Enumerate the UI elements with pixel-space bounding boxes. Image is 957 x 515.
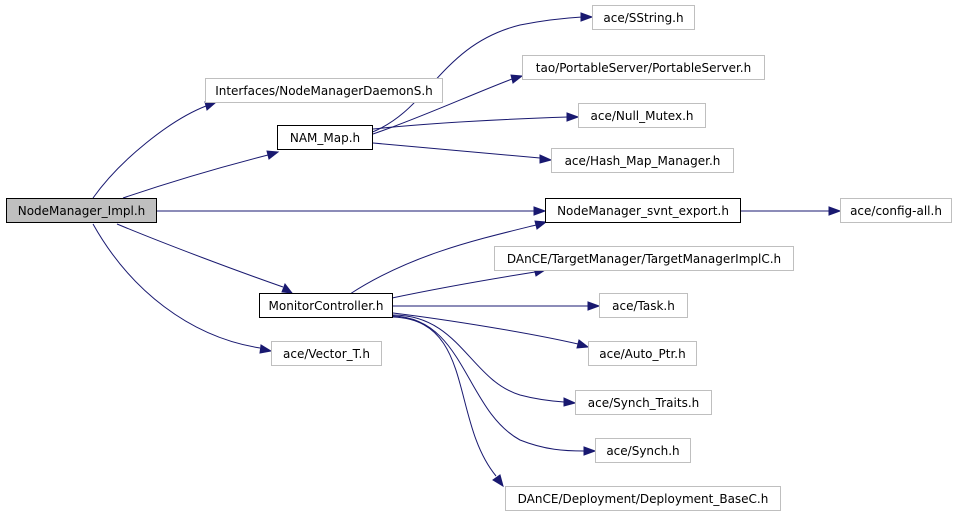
node-tao-portableserver[interactable]: tao/PortableServer/PortableServer.h xyxy=(522,55,765,80)
node-ace-config-all[interactable]: ace/config-all.h xyxy=(840,198,952,223)
node-ace-hash-map-manager[interactable]: ace/Hash_Map_Manager.h xyxy=(551,148,734,173)
arrowhead-task xyxy=(587,301,601,311)
node-ace-sstring[interactable]: ace/SString.h xyxy=(592,5,695,30)
arrowhead-null-mutex xyxy=(566,112,580,122)
arrowhead-sstring xyxy=(580,12,594,22)
edge-monitorcontroller-to-targetmanager xyxy=(391,271,536,299)
arrowhead-portableserver xyxy=(510,74,524,84)
edge-monitorcontroller-to-synch-traits xyxy=(392,314,565,403)
arrowhead-synch xyxy=(583,446,597,456)
arrowhead-monitorcontroller xyxy=(281,282,294,294)
edge-monitorcontroller-to-synch xyxy=(392,315,585,452)
arrowhead-svnt-export-1 xyxy=(533,206,547,216)
edge-nam-map-to-hash-map xyxy=(372,142,541,159)
node-monitorcontroller[interactable]: MonitorController.h xyxy=(259,293,393,318)
arrowhead-vector-t xyxy=(259,344,273,354)
edge-impl-to-vector-t xyxy=(92,223,261,349)
edge-nam-map-to-portableserver xyxy=(372,78,513,135)
node-ace-task[interactable]: ace/Task.h xyxy=(599,293,688,318)
edge-monitorcontroller-to-auto-ptr xyxy=(392,312,579,345)
node-ace-auto-ptr[interactable]: ace/Auto_Ptr.h xyxy=(588,341,697,366)
node-ace-null-mutex[interactable]: ace/Null_Mutex.h xyxy=(578,103,706,128)
node-dance-deployment-basec[interactable]: DAnCE/Deployment/Deployment_BaseC.h xyxy=(505,486,781,511)
arrowhead-hash-map xyxy=(539,154,553,164)
arrowhead-svnt-export-2 xyxy=(534,220,548,230)
edge-monitorcontroller-to-svnt-export xyxy=(349,224,537,295)
arrowhead-config-all xyxy=(828,206,842,216)
node-nodemanager-svnt-export[interactable]: NodeManager_svnt_export.h xyxy=(545,198,741,223)
node-ace-synch-traits[interactable]: ace/Synch_Traits.h xyxy=(575,390,712,415)
node-interfaces-nodemanagerdaemons[interactable]: Interfaces/NodeManagerDaemonS.h xyxy=(205,78,443,103)
arrowhead-interfaces xyxy=(204,101,217,111)
node-nam-map[interactable]: NAM_Map.h xyxy=(277,125,373,150)
edge-nam-map-to-null-mutex xyxy=(372,116,569,130)
node-ace-vector-t[interactable]: ace/Vector_T.h xyxy=(271,341,382,366)
node-dance-targetmanagerimplc[interactable]: DAnCE/TargetManager/TargetManagerImplC.h xyxy=(494,246,794,271)
edge-impl-to-monitorcontroller xyxy=(116,223,284,288)
edges xyxy=(92,12,842,488)
node-ace-synch[interactable]: ace/Synch.h xyxy=(595,438,691,463)
edge-impl-to-interfaces xyxy=(92,105,207,199)
arrowhead-synch-traits xyxy=(563,397,577,407)
arrowhead-auto-ptr xyxy=(576,339,590,349)
edge-nam-map-to-sstring xyxy=(369,16,583,134)
edge-impl-to-nam-map xyxy=(122,154,269,199)
edge-monitorcontroller-to-deployment-basec xyxy=(392,316,497,477)
arrowhead-deployment-basec xyxy=(492,474,504,488)
node-nodemanager-impl: NodeManager_Impl.h xyxy=(6,198,157,223)
arrowhead-nam-map xyxy=(266,150,280,160)
